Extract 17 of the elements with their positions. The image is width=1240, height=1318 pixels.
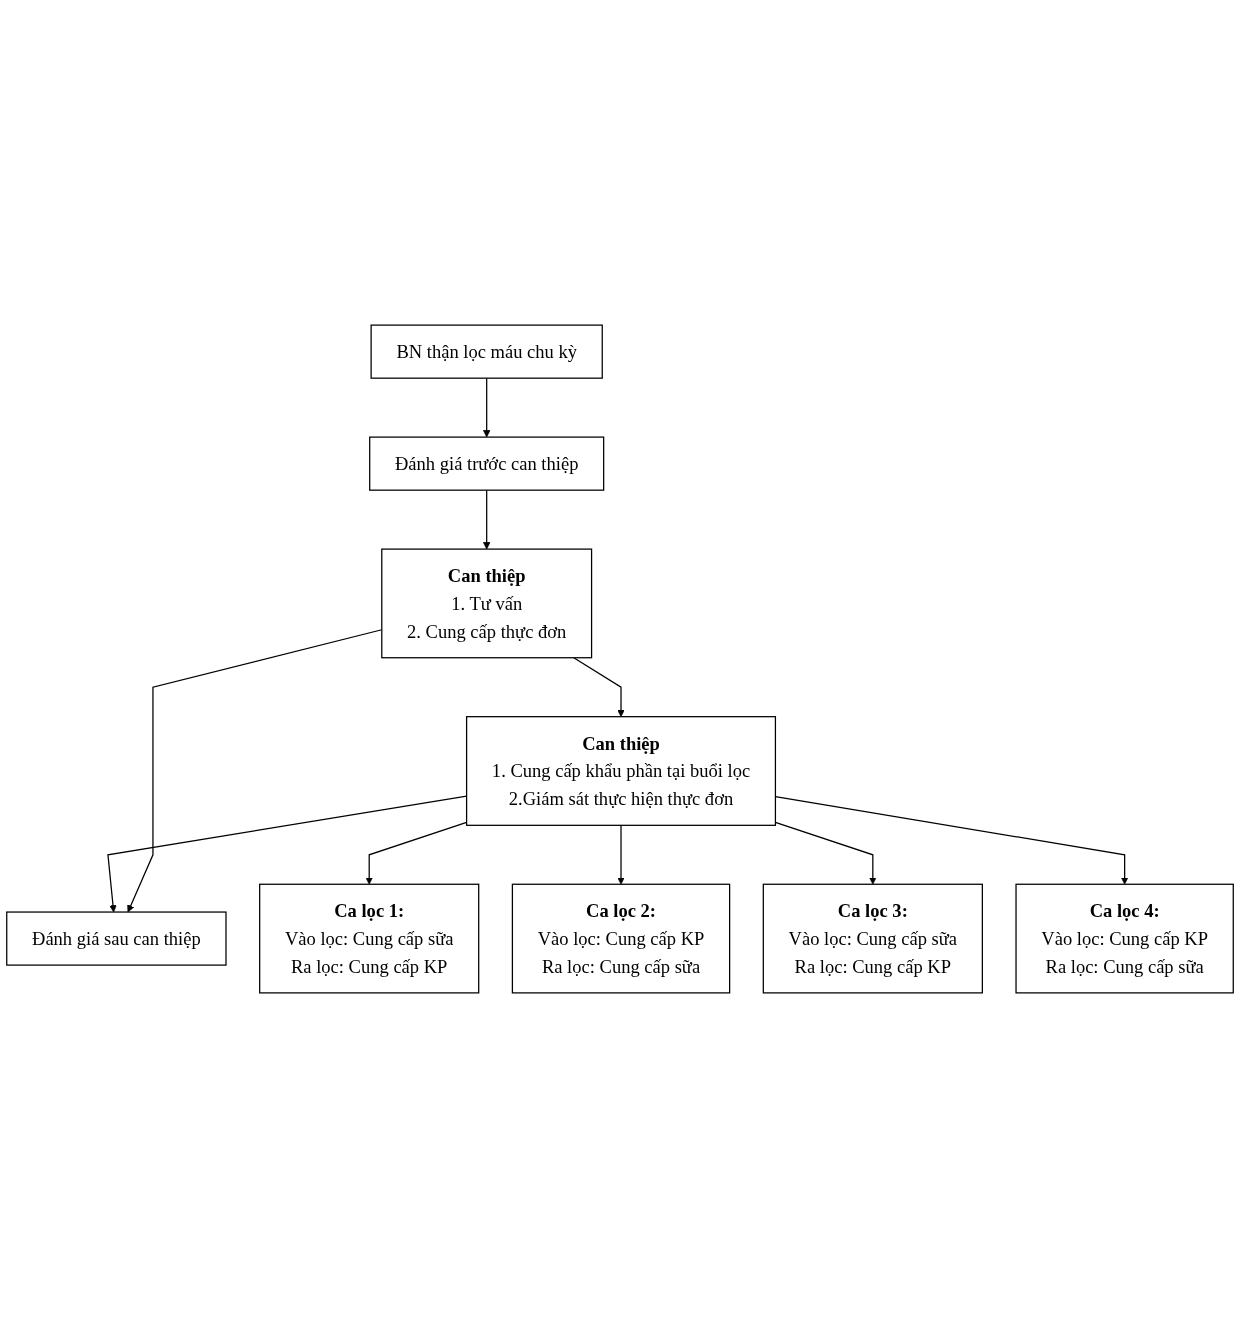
node-box: Đánh giá sau can thiệp [6, 911, 227, 966]
arrow [774, 796, 1129, 885]
arrow [483, 489, 491, 550]
node-box: BN thận lọc máu chu kỳ [370, 324, 603, 379]
node-box: Đánh giá trước can thiệp [369, 436, 605, 491]
arrow [107, 795, 468, 913]
node-box: Can thiệp 1. Cung cấp khẩu phần tại buổi lọc 2.Giám sát thực hiện thực đơn [466, 716, 777, 826]
arrow [365, 821, 468, 885]
arrow [573, 657, 625, 717]
node-box: Ca lọc 2: Vào lọc: Cung cấp KP Ra lọc: Cung cấp sữa [511, 883, 731, 994]
node-box: Ca lọc 1: Vào lọc: Cung cấp sữa Ra lọc: Cung cấp KP [259, 883, 480, 994]
arrow [617, 824, 625, 885]
arrow [483, 377, 491, 438]
node-box: Can thiệp 1. Tư vấn 2. Cung cấp thực đơn [381, 548, 593, 659]
node-box: Ca lọc 3: Vào lọc: Cung cấp sữa Ra lọc: Cung cấp KP [762, 883, 983, 994]
node-box: Ca lọc 4: Vào lọc: Cung cấp KP Ra lọc: Cung cấp sữa [1015, 883, 1234, 994]
arrow [774, 821, 877, 885]
